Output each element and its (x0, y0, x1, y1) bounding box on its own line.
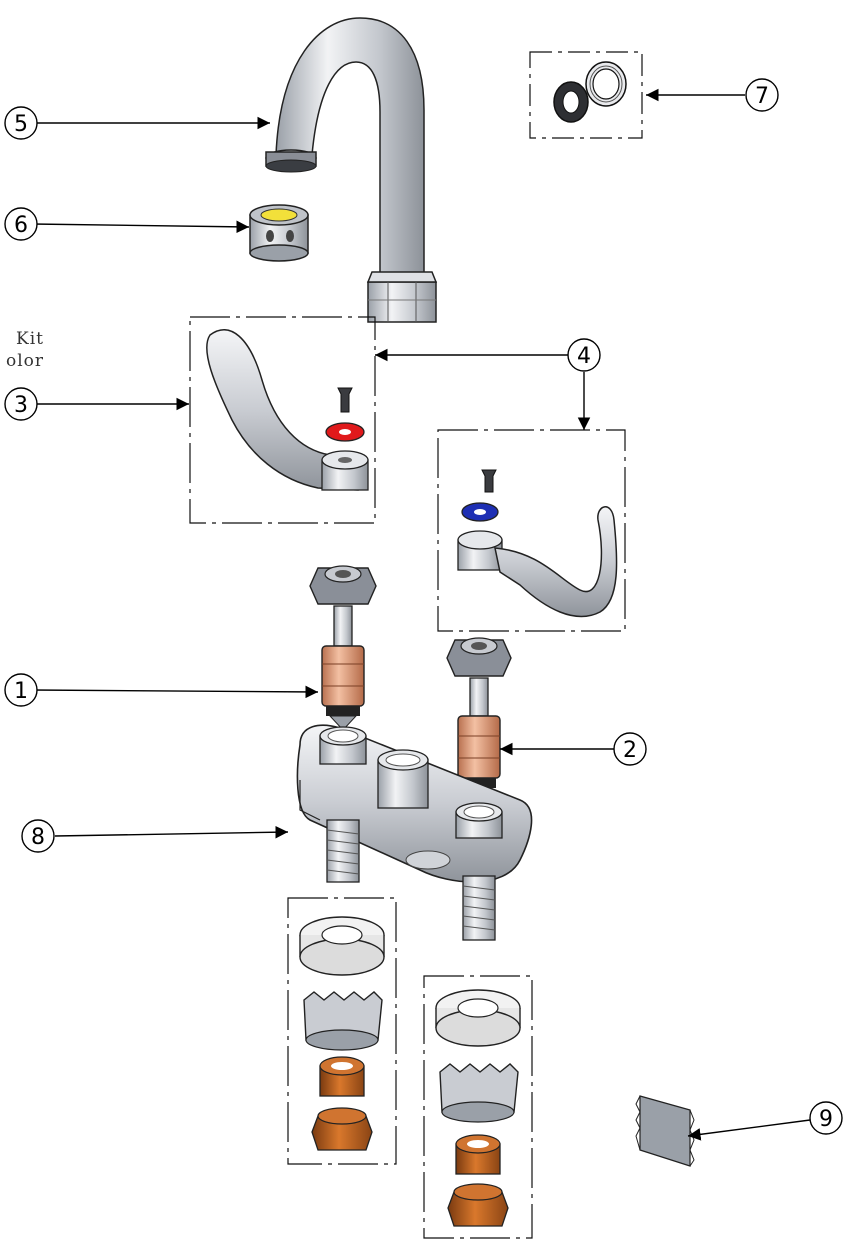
callout-5: 5 (4, 106, 38, 140)
callout-8-number: 8 (31, 825, 45, 850)
aerator (249, 204, 309, 262)
kit-label-line1: Kit (16, 329, 44, 349)
callout-6: 6 (4, 207, 38, 241)
callout-4: 4 (567, 338, 601, 372)
gooseneck-spout (265, 17, 438, 323)
cold-handle-kit-box (437, 429, 626, 632)
callout-2: 2 (613, 732, 647, 766)
callout-3: 3 (4, 387, 38, 421)
install-wrench (635, 1095, 695, 1167)
callout-1-number: 1 (14, 679, 28, 704)
leader-6 (31, 220, 250, 234)
deck-body (296, 724, 533, 941)
kit-color-label: Kit olor (0, 328, 44, 372)
callout-7: 7 (745, 78, 779, 112)
seal-kit-box (529, 51, 643, 139)
mounting-kit-left (287, 897, 397, 1165)
callout-9-number: 9 (819, 1107, 833, 1132)
callout-5-number: 5 (14, 112, 28, 137)
cold-handle-screw (481, 469, 497, 493)
callout-2-number: 2 (623, 738, 637, 763)
callout-8: 8 (21, 819, 55, 853)
hot-cartridge (309, 565, 377, 731)
hot-handle-screw (337, 387, 353, 413)
callout-1: 1 (4, 673, 38, 707)
callout-7-number: 7 (755, 84, 769, 109)
callout-6-number: 6 (14, 213, 28, 238)
leader-9 (687, 1119, 811, 1141)
hot-handle-kit-box (189, 316, 376, 524)
cold-wrist-blade-handle (494, 506, 618, 618)
mounting-kit-right (423, 975, 533, 1239)
callout-3-number: 3 (14, 393, 28, 418)
callout-4-number: 4 (577, 344, 591, 369)
kit-label-line2: olor (5, 351, 44, 371)
leader-8 (54, 825, 289, 839)
callout-9: 9 (809, 1101, 843, 1135)
leader-lines (31, 88, 811, 1141)
leader-1 (31, 685, 319, 699)
